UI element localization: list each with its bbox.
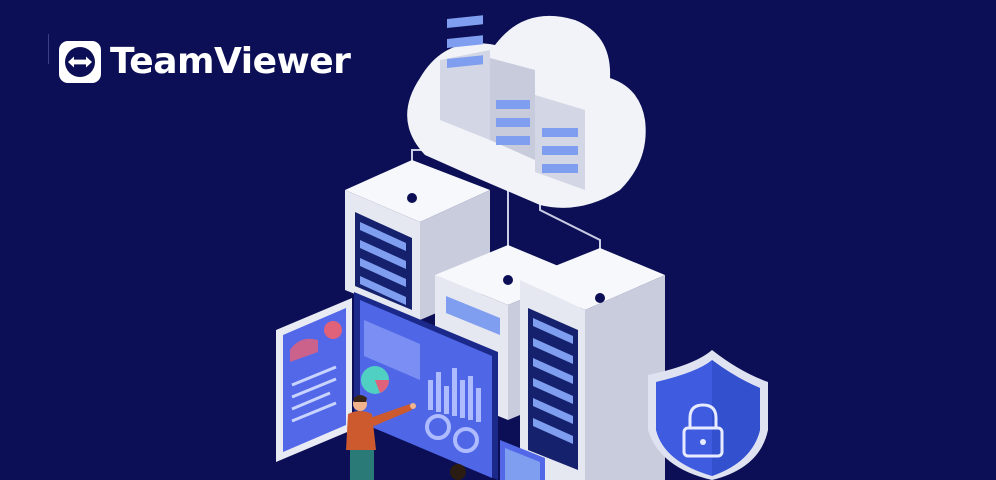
- dashboard-icon: [354, 292, 498, 480]
- dashboard-icon: [500, 440, 545, 480]
- divider: [48, 34, 49, 64]
- server-icon: [520, 248, 665, 480]
- teamviewer-arrows-icon: [59, 41, 101, 83]
- cloud-icon: [407, 15, 646, 208]
- shield-lock-icon: [648, 350, 768, 480]
- brand-name: TeamViewer: [110, 41, 351, 82]
- person-icon: [450, 464, 466, 480]
- brand-logo: TeamViewer: [58, 40, 351, 84]
- person-icon: [346, 395, 416, 480]
- dashboard-icon: [276, 298, 352, 462]
